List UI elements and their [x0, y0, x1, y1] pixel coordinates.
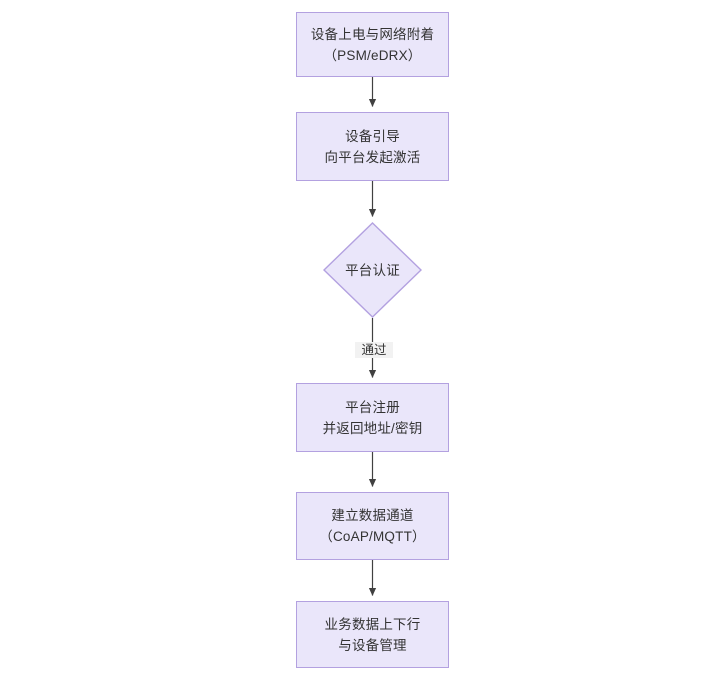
node-platform-register-line1: 平台注册 [345, 399, 400, 415]
node-platform-auth-line1: 平台认证 [345, 262, 400, 278]
node-business-data-line1: 业务数据上下行 [324, 616, 421, 632]
node-power-on-line2: （PSM/eDRX） [323, 47, 422, 63]
node-power-on-line1: 设备上电与网络附着 [310, 26, 435, 42]
diamond-shape [323, 222, 422, 318]
node-power-on[interactable]: 设备上电与网络附着 （PSM/eDRX） [296, 12, 449, 77]
node-business-data-line2: 与设备管理 [338, 637, 407, 653]
node-bootstrap-line1: 设备引导 [345, 128, 400, 144]
node-data-channel[interactable]: 建立数据通道 （CoAP/MQTT） [296, 492, 449, 560]
node-platform-auth[interactable]: 平台认证 [323, 222, 422, 318]
node-platform-register[interactable]: 平台注册 并返回地址/密钥 [296, 383, 449, 452]
node-data-channel-line2: （CoAP/MQTT） [319, 529, 426, 544]
node-business-data[interactable]: 业务数据上下行 与设备管理 [296, 601, 449, 668]
node-bootstrap[interactable]: 设备引导 向平台发起激活 [296, 112, 449, 181]
node-platform-register-line2: 并返回地址/密钥 [322, 420, 423, 436]
edge-label-pass: 通过 [355, 342, 393, 358]
node-data-channel-line1: 建立数据通道 [331, 508, 414, 523]
node-bootstrap-line2: 向平台发起激活 [324, 149, 421, 165]
